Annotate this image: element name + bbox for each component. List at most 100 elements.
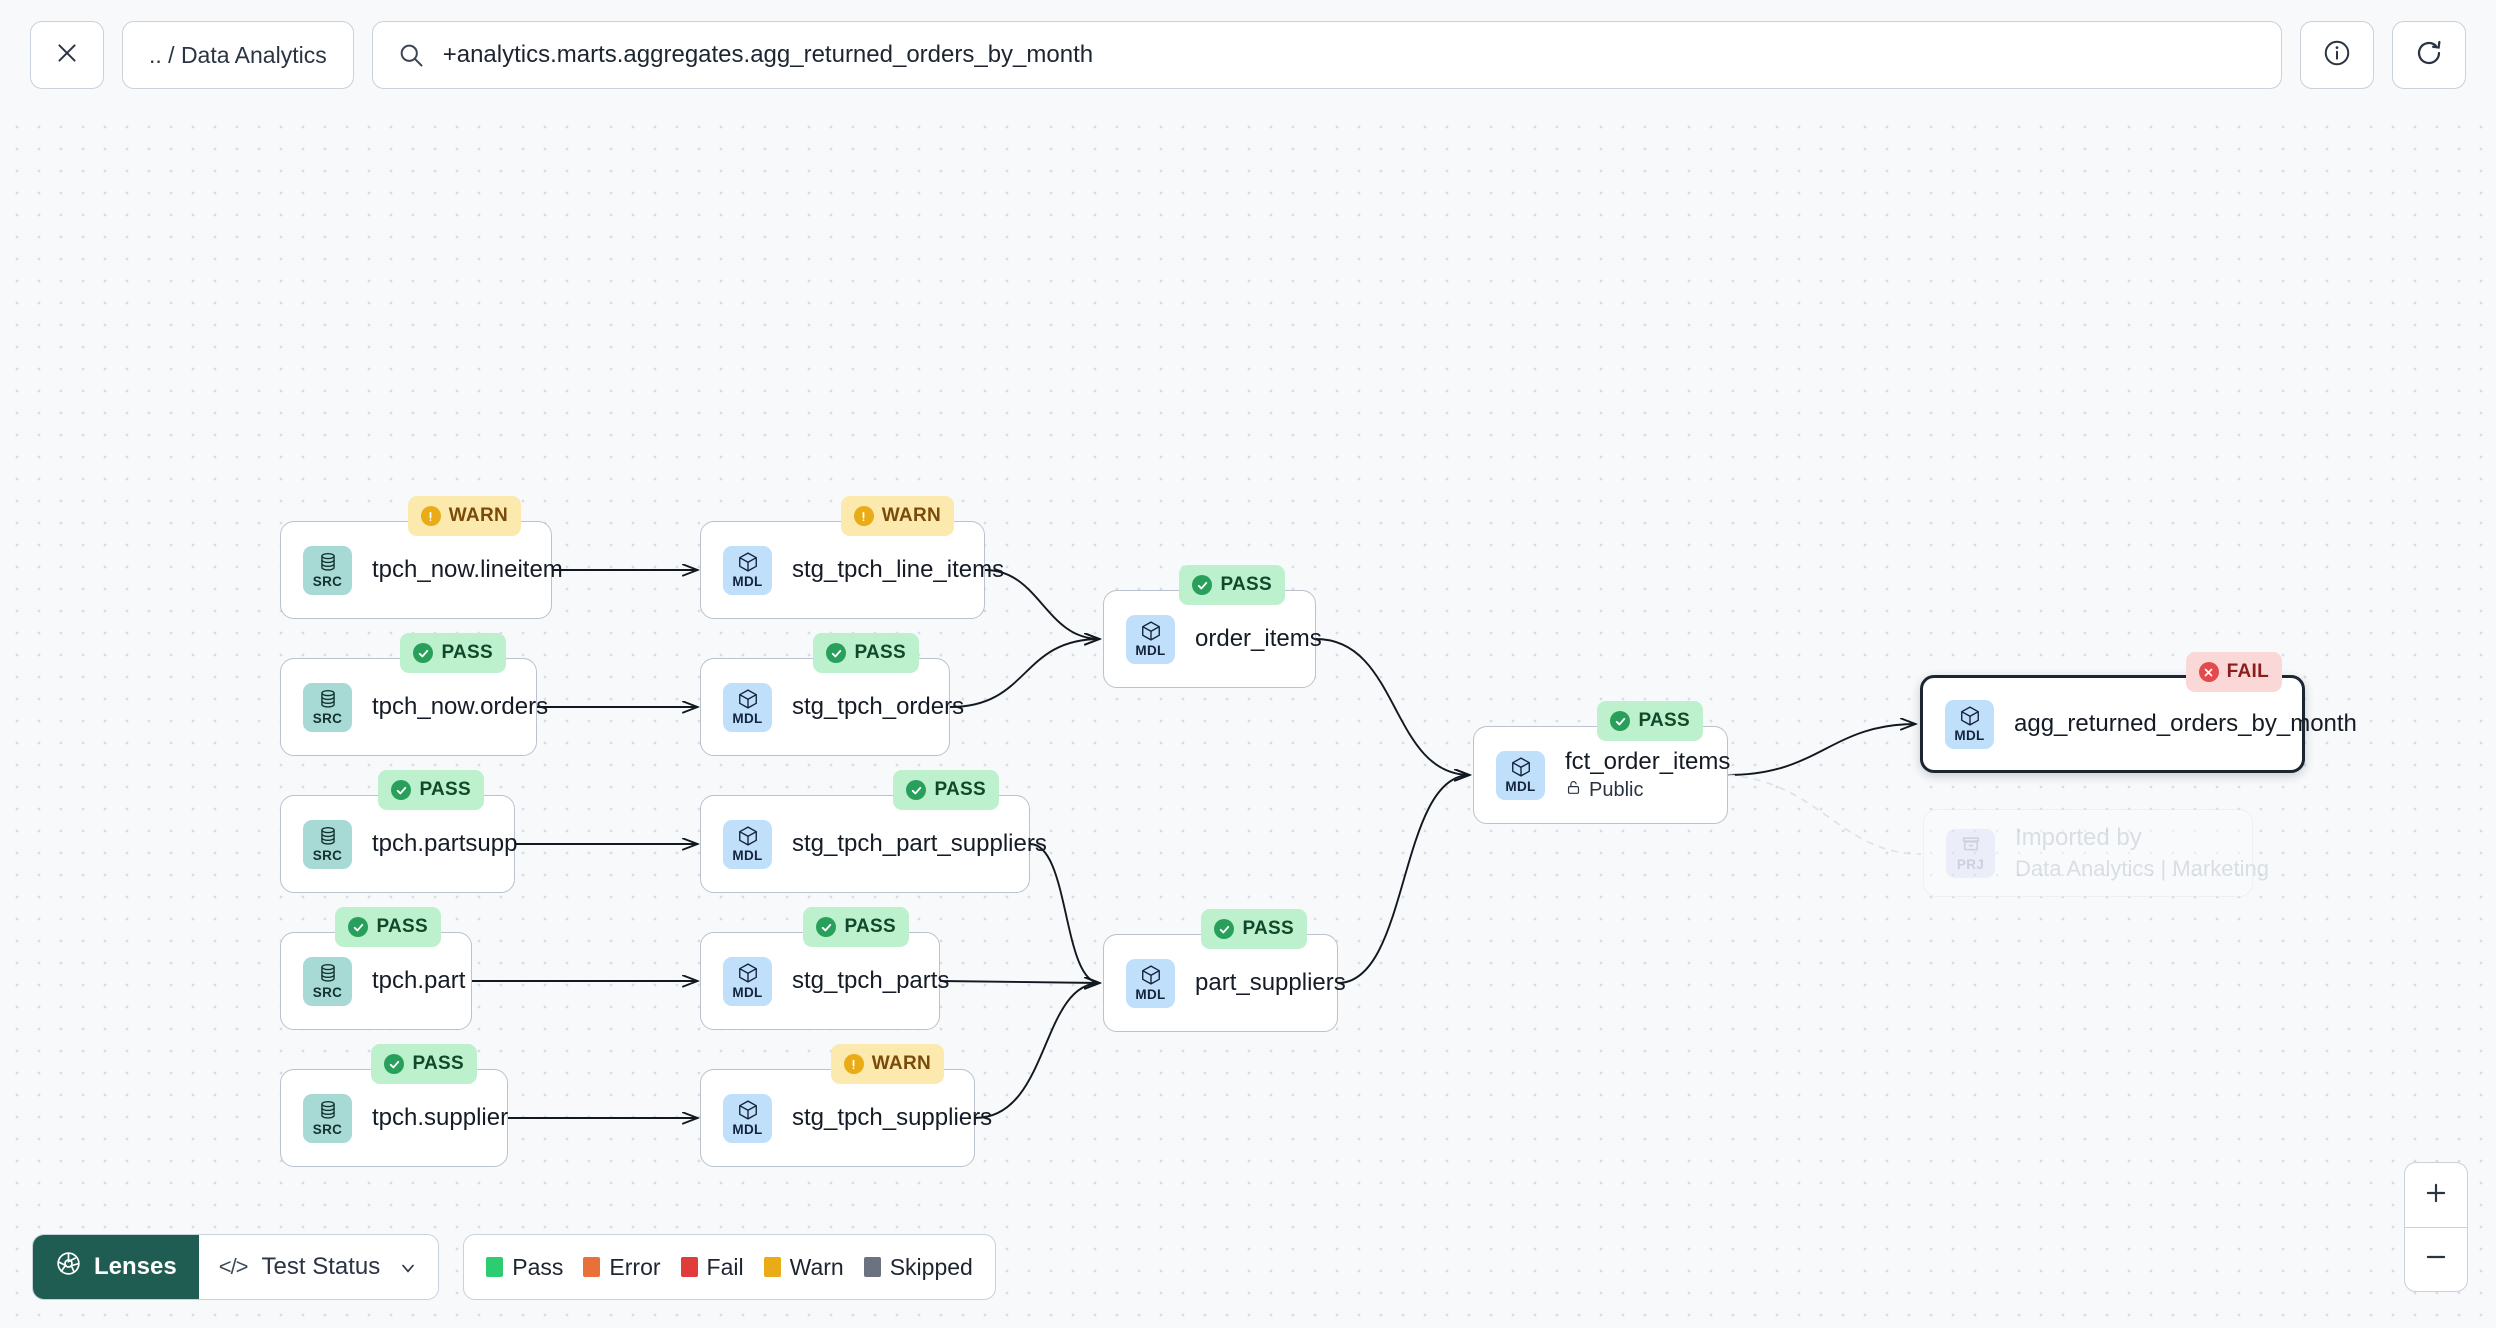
- refresh-button[interactable]: [2392, 21, 2466, 89]
- src-node-type-icon: SRC: [303, 545, 352, 595]
- status-badge-warn: WARN: [407, 496, 521, 536]
- status-pass-icon: [348, 917, 369, 937]
- node-type-label: MDL: [1505, 779, 1536, 795]
- node-body: stg_tpch_line_items: [792, 556, 1004, 584]
- legend-swatch: [863, 1257, 881, 1277]
- breadcrumb-label: .. / Data Analytics: [149, 41, 327, 68]
- minus-icon: [2423, 1244, 2449, 1275]
- status-legend: Pass Error Fail Warn Skipped: [463, 1234, 996, 1300]
- chevron-down-icon: [398, 1257, 418, 1277]
- status-badge-warn: WARN: [830, 1044, 944, 1084]
- zoom-in-button[interactable]: [2405, 1163, 2467, 1227]
- node-label: stg_tpch_suppliers: [792, 1104, 993, 1132]
- status-badge-pass: PASS: [335, 907, 441, 947]
- lenses-button[interactable]: Lenses: [33, 1235, 199, 1299]
- node-label: tpch.partsupp: [372, 830, 518, 858]
- status-badge-pass: PASS: [813, 633, 919, 673]
- graph-node-stg_tpch_suppliers[interactable]: MDL stg_tpch_suppliers WARN: [700, 1044, 992, 1167]
- node-type-label: MDL: [1135, 643, 1166, 659]
- status-badge-pass: PASS: [400, 633, 506, 673]
- search-icon: [397, 41, 425, 69]
- status-pass-icon: [1610, 711, 1631, 731]
- graph-edge: [939, 981, 1100, 983]
- status-pass-icon: [391, 780, 412, 800]
- close-button[interactable]: [30, 21, 104, 89]
- zoom-out-button[interactable]: [2405, 1227, 2467, 1291]
- legend-label: Warn: [789, 1253, 844, 1280]
- status-warn-icon: [853, 506, 874, 526]
- src-node-type-icon: SRC: [303, 1093, 352, 1143]
- node-type-label: SRC: [312, 1122, 343, 1138]
- legend-label: Pass: [512, 1253, 564, 1280]
- node-type-label: MDL: [732, 574, 763, 590]
- node-body: stg_tpch_orders: [792, 693, 964, 721]
- node-sublabel-text: Data Analytics | Marketing: [2015, 855, 2269, 881]
- search-value: +analytics.marts.aggregates.agg_returned…: [442, 41, 1094, 68]
- legend-item-skipped: Skipped: [863, 1253, 973, 1281]
- node-type-label: SRC: [312, 848, 343, 864]
- node-type-label: MDL: [732, 1122, 763, 1138]
- node-sublabel: Public: [1565, 779, 1730, 802]
- legend-label: Skipped: [889, 1253, 973, 1280]
- status-pass-icon: [826, 643, 847, 663]
- legend-swatch: [680, 1257, 698, 1277]
- status-badge-pass: PASS: [893, 770, 999, 810]
- node-label: tpch_now.lineitem: [372, 556, 563, 584]
- status-pass-icon: [384, 1054, 405, 1074]
- node-body: stg_tpch_parts: [792, 967, 949, 995]
- graph-edge: [1029, 843, 1100, 983]
- mdl-node-type-icon: MDL: [723, 956, 772, 1006]
- legend-item-fail: Fail: [680, 1254, 744, 1281]
- node-label: stg_tpch_part_suppliers: [792, 830, 1047, 858]
- mdl-node-type-icon: MDL: [1496, 750, 1545, 800]
- lenses-label: Lenses: [94, 1253, 177, 1280]
- test-status-select[interactable]: </> Test Status: [198, 1235, 439, 1299]
- node-label: stg_tpch_line_items: [792, 556, 1005, 584]
- status-badge-label: PASS: [854, 642, 906, 663]
- graph-node-tpch_supplier[interactable]: SRC tpch.supplier PASS: [280, 1044, 509, 1167]
- mdl-node-type-icon: MDL: [723, 819, 772, 869]
- refresh-icon: [2414, 38, 2444, 73]
- graph-edge: [1727, 774, 1922, 855]
- node-label: agg_returned_orders_by_month: [2014, 710, 2357, 738]
- mdl-node-type-icon: MDL: [723, 682, 772, 732]
- node-body: agg_returned_orders_by_month: [2014, 710, 2357, 738]
- node-label: stg_tpch_orders: [792, 693, 965, 721]
- status-pass-icon: [906, 780, 927, 800]
- graph-edge: [1727, 724, 1916, 776]
- graph-node-tpch_now_lineitem[interactable]: SRC tpch_now.lineitem WARN: [280, 496, 563, 619]
- graph-node-stg_tpch_orders[interactable]: MDL stg_tpch_orders PASS: [700, 633, 964, 756]
- mdl-node-type-icon: MDL: [723, 545, 772, 595]
- edge-layer: [472, 110, 1922, 1328]
- mdl-node-type-icon: MDL: [1945, 699, 1994, 749]
- node-label: order_items: [1195, 625, 1322, 653]
- node-type-label: MDL: [732, 848, 763, 864]
- info-button[interactable]: [2300, 21, 2374, 89]
- breadcrumb-button[interactable]: .. / Data Analytics: [122, 21, 354, 89]
- legend-label: Error: [609, 1253, 661, 1280]
- zoom-controls: [2404, 1162, 2468, 1292]
- lens-control-group: Lenses </> Test Status: [32, 1234, 440, 1300]
- bottom-toolbar: Lenses </> Test Status Pass Error Fail Warn…: [32, 1234, 996, 1300]
- node-type-label: SRC: [312, 574, 343, 590]
- graph-node-stg_tpch_part_suppliers[interactable]: MDL stg_tpch_part_suppliers PASS: [700, 770, 1047, 893]
- search-input[interactable]: +analytics.marts.aggregates.agg_returned…: [371, 21, 2282, 89]
- node-type-label: SRC: [312, 711, 343, 727]
- test-status-label: Test Status: [261, 1253, 381, 1280]
- node-label: tpch.supplier: [372, 1104, 509, 1132]
- status-badge-label: PASS: [412, 1053, 464, 1074]
- status-badge-label: PASS: [1638, 710, 1690, 731]
- node-type-label: SRC: [312, 985, 343, 1001]
